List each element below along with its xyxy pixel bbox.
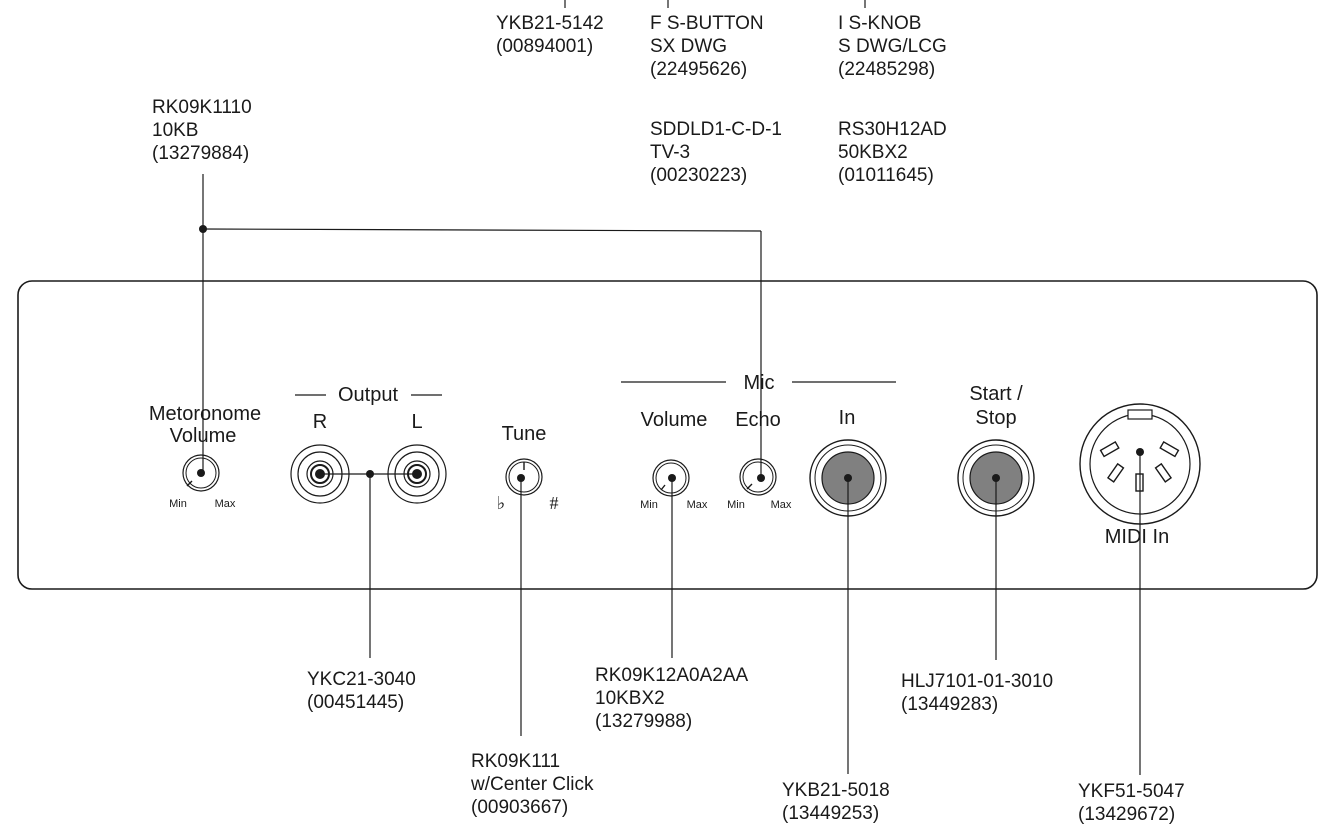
callout-tune-pot: RK09K111 w/Center Click (00903667) bbox=[471, 750, 593, 819]
callout-top-3: I S-KNOB S DWG/LCG (22485298) bbox=[838, 12, 947, 81]
mic-volume-knob bbox=[652, 459, 690, 658]
mic-volume-max: Max bbox=[687, 499, 708, 511]
metronome-max: Max bbox=[215, 498, 236, 510]
callout-metronome-pot: RK09K1110 10KB (13279884) bbox=[152, 96, 252, 165]
callout-line: F S-BUTTON bbox=[650, 13, 764, 34]
midi-in-label: MIDI In bbox=[1105, 526, 1169, 548]
callout-line: TV-3 bbox=[650, 142, 691, 163]
start-stop-label-2: Stop bbox=[975, 407, 1016, 429]
top-leader-stubs bbox=[564, 0, 866, 8]
callout-top-1: YKB21-5142 (00894001) bbox=[496, 12, 604, 58]
mic-echo-max: Max bbox=[771, 499, 792, 511]
callout-start-stop-switch: HLJ7101-01-3010 (13449283) bbox=[901, 670, 1053, 716]
callout-line: w/Center Click bbox=[471, 774, 594, 795]
callout-line: HLJ7101-01-3010 bbox=[901, 671, 1054, 692]
callout-line: YKF51-5047 bbox=[1078, 781, 1185, 802]
callout-top-4: SDDLD1-C-D-1 TV-3 (00230223) bbox=[650, 118, 782, 187]
callout-line: RK09K1110 bbox=[152, 97, 252, 118]
callout-line: (13279884) bbox=[152, 143, 250, 164]
callout-output-jack: YKC21-3040 (00451445) bbox=[307, 668, 416, 714]
callout-line: S DWG/LCG bbox=[838, 36, 947, 57]
callout-line: 50KBX2 bbox=[838, 142, 908, 163]
callout-line: (00894001) bbox=[496, 36, 594, 57]
callout-line: SX DWG bbox=[650, 36, 728, 57]
output-r-label: R bbox=[313, 411, 327, 433]
callout-line: SDDLD1-C-D-1 bbox=[650, 119, 782, 140]
metronome-label-1: Metoronome bbox=[149, 403, 261, 425]
callout-line: 10KB bbox=[152, 120, 199, 141]
tune-sharp-label: # bbox=[550, 493, 559, 513]
metronome-leader bbox=[202, 174, 762, 478]
mic-in-jack bbox=[809, 439, 887, 774]
callout-line: RS30H12AD bbox=[838, 119, 947, 140]
metronome-min: Min bbox=[169, 498, 187, 510]
callout-line: (00230223) bbox=[650, 165, 748, 186]
start-stop-label-1: Start / bbox=[969, 383, 1023, 405]
midi-in-jack bbox=[1079, 403, 1201, 775]
callout-line: RK09K12A0A2AA bbox=[595, 665, 749, 686]
callout-line: YKB21-5018 bbox=[782, 780, 890, 801]
callout-line: (01011645) bbox=[838, 165, 934, 186]
callout-line: RK09K111 bbox=[471, 751, 561, 772]
callout-line: (13449283) bbox=[901, 694, 999, 715]
callout-top-5: RS30H12AD 50KBX2 (01011645) bbox=[838, 118, 947, 187]
mic-label: Mic bbox=[743, 372, 774, 394]
callout-line: 10KBX2 bbox=[595, 688, 665, 709]
mic-volume-min: Min bbox=[640, 499, 658, 511]
output-l-label: L bbox=[411, 411, 422, 433]
start-stop-switch bbox=[957, 439, 1035, 660]
callout-line: YKB21-5142 bbox=[496, 13, 604, 34]
panel-labels: Metoronome Volume Min Max Output R L Tun… bbox=[149, 372, 1169, 548]
output-r-jack bbox=[290, 444, 350, 504]
mic-echo-min: Min bbox=[727, 499, 745, 511]
output-label: Output bbox=[338, 384, 398, 406]
tune-label: Tune bbox=[502, 423, 547, 445]
callout-line: (13449253) bbox=[782, 803, 880, 824]
tune-flat-label: ♭ bbox=[497, 493, 506, 513]
callout-line: I S-KNOB bbox=[838, 13, 922, 34]
output-leader bbox=[320, 473, 417, 658]
callout-line: (00903667) bbox=[471, 797, 569, 818]
panel-outline bbox=[17, 280, 1318, 590]
callout-line: (00451445) bbox=[307, 692, 405, 713]
callout-top-2: F S-BUTTON SX DWG (22495626) bbox=[650, 12, 764, 81]
junction-dot bbox=[199, 225, 207, 233]
tune-knob bbox=[505, 458, 543, 736]
callout-line: (13279988) bbox=[595, 711, 693, 732]
mic-echo-label: Echo bbox=[735, 409, 781, 431]
callout-midi-in-jack: YKF51-5047 (13429672) bbox=[1078, 780, 1185, 826]
mic-in-label: In bbox=[839, 407, 856, 429]
callout-mic-in-jack: YKB21-5018 (13449253) bbox=[782, 779, 890, 825]
callout-line: (13429672) bbox=[1078, 804, 1176, 825]
callout-mic-pot: RK09K12A0A2AA 10KBX2 (13279988) bbox=[595, 664, 748, 733]
mic-volume-label: Volume bbox=[641, 409, 708, 431]
metronome-label-2: Volume bbox=[170, 425, 237, 447]
mic-echo-knob bbox=[739, 458, 777, 496]
callout-line: (22485298) bbox=[838, 59, 936, 80]
output-junction-dot bbox=[366, 470, 374, 478]
metronome-knob bbox=[182, 454, 220, 492]
callout-line: YKC21-3040 bbox=[307, 669, 416, 690]
callout-line: (22495626) bbox=[650, 59, 748, 80]
